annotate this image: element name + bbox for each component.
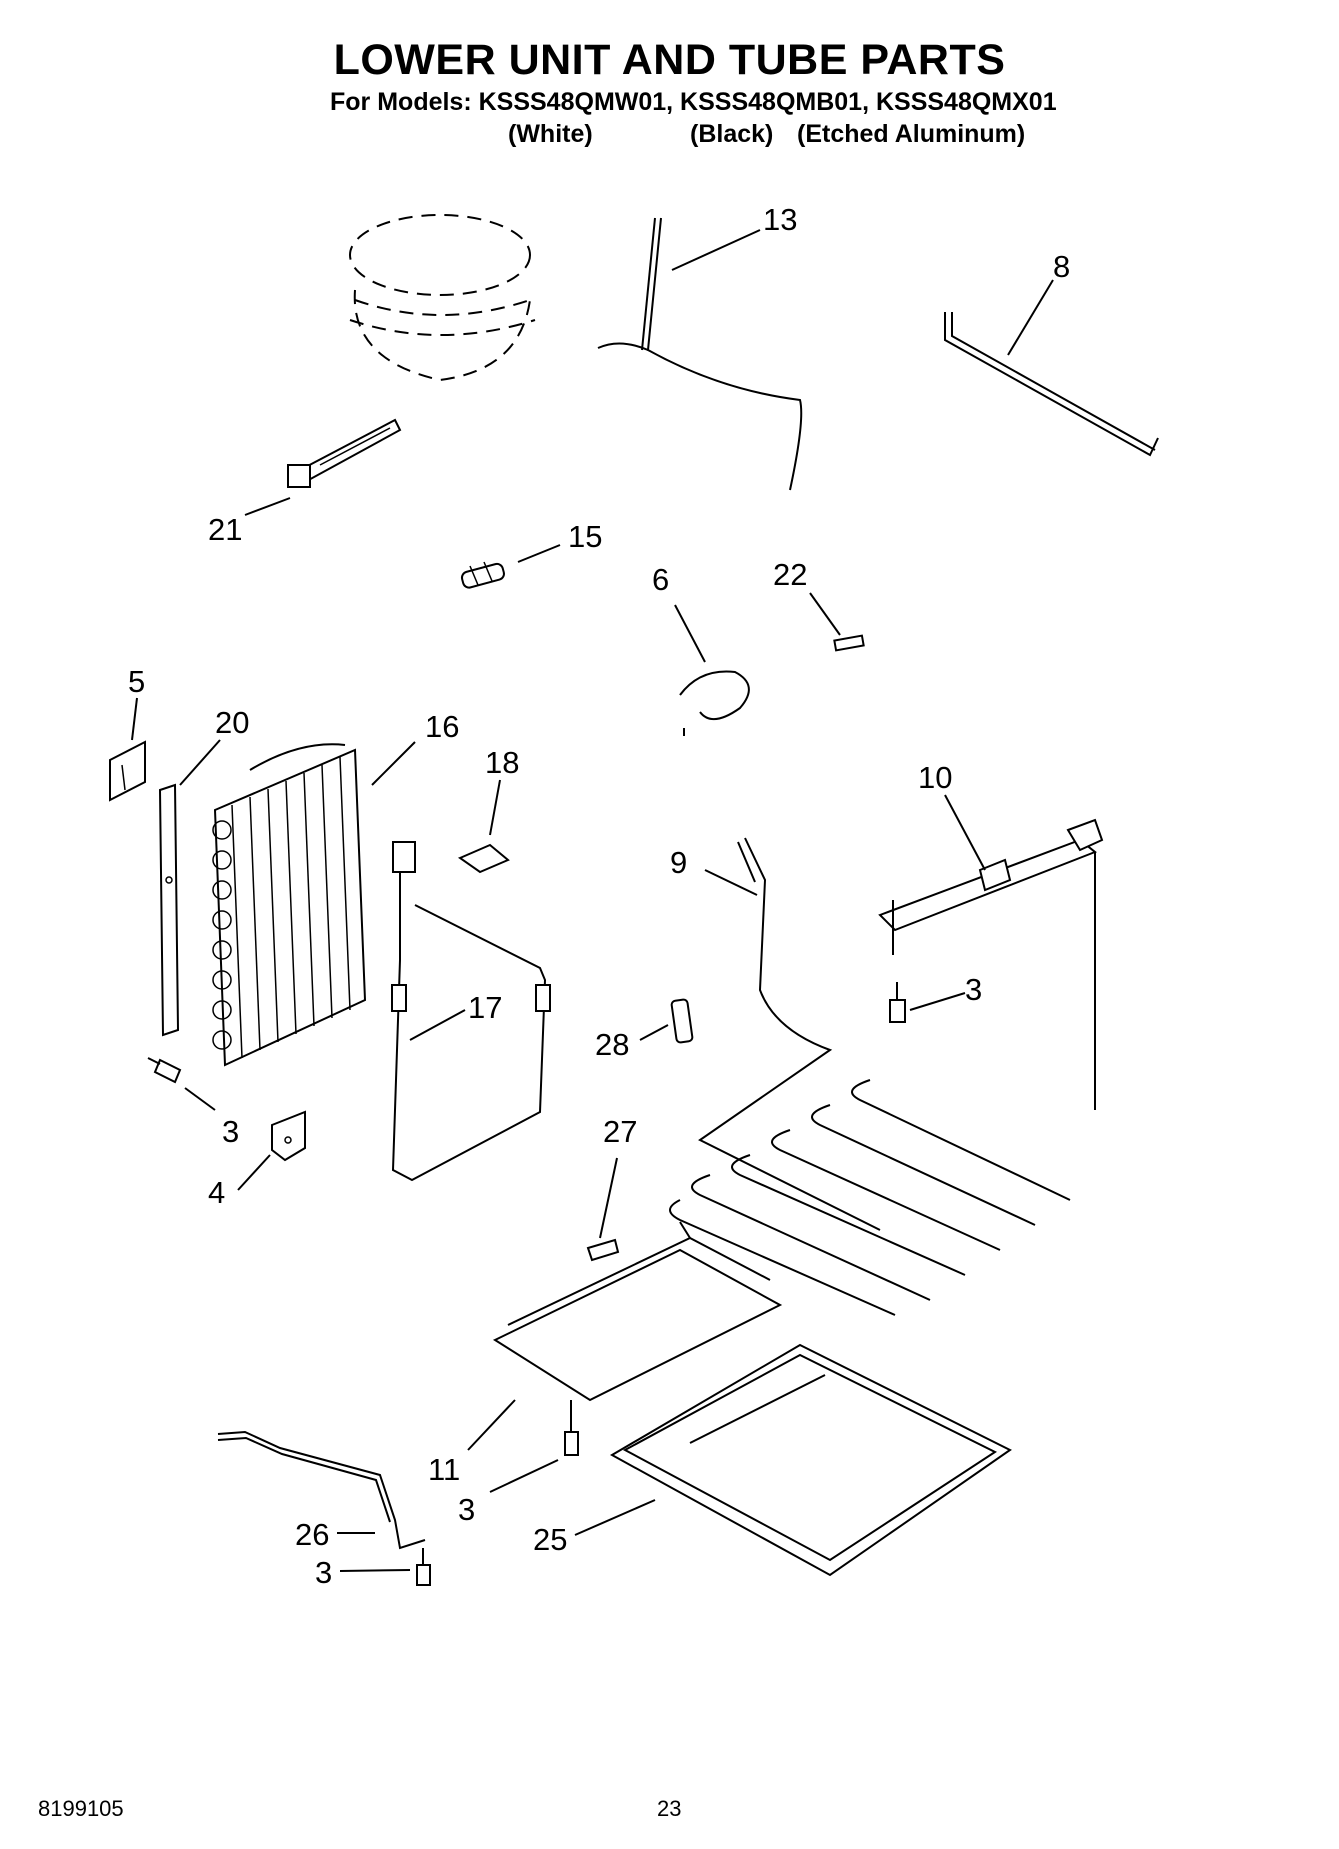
callout-10: 10	[918, 760, 952, 795]
part-21-cable-tie	[287, 418, 402, 488]
callout-27: 27	[603, 1114, 637, 1149]
callout-6: 6	[652, 562, 669, 597]
part-3-screw-bottom	[416, 1548, 431, 1586]
leader-lines	[131, 229, 1054, 1572]
callout-8: 8	[1053, 249, 1070, 284]
callout-20: 20	[215, 705, 249, 740]
part-25-drain-pan	[609, 1343, 1012, 1577]
callout-3-left: 3	[222, 1114, 239, 1149]
part-11-tray	[492, 1221, 783, 1402]
part-22-connector	[833, 634, 865, 652]
page-title: LOWER UNIT AND TUBE PARTS	[333, 36, 1006, 84]
models-line: For Models: KSSS48QMW01, KSSS48QMB01, KS…	[330, 88, 1057, 116]
callout-5: 5	[128, 664, 145, 699]
part-9-condenser-tube	[669, 837, 1071, 1316]
part-6-wire	[679, 670, 750, 736]
callout-13: 13	[763, 202, 797, 237]
callout-16: 16	[425, 709, 459, 744]
callout-15: 15	[568, 519, 602, 554]
callout-9: 9	[670, 845, 687, 880]
callout-4: 4	[208, 1175, 225, 1210]
callout-3-tray: 3	[458, 1492, 475, 1527]
part-15-clip	[460, 561, 505, 589]
callout-28: 28	[595, 1027, 629, 1062]
callout-18: 18	[485, 745, 519, 780]
part-28-sleeve	[670, 998, 694, 1044]
page-number: 23	[657, 1796, 682, 1821]
part-10-bracket	[878, 818, 1104, 1110]
part-27-clip	[586, 1238, 620, 1262]
callout-22: 22	[773, 557, 807, 592]
callout-3-bottom: 3	[315, 1555, 332, 1590]
part-5-label	[109, 740, 146, 802]
part-16-evaporator	[212, 743, 367, 1067]
variant-black: (Black)	[690, 120, 774, 148]
part-13-tube	[597, 217, 803, 491]
callout-17: 17	[468, 990, 502, 1025]
part-8-tube	[944, 312, 1159, 457]
callout-25: 25	[533, 1522, 567, 1557]
callout-26: 26	[295, 1517, 329, 1552]
part-20-bracket	[158, 783, 180, 1037]
variant-white: (White)	[508, 120, 593, 148]
part-3-screw-right	[889, 982, 906, 1023]
part-3-screw-tray	[564, 1400, 579, 1456]
part-26-tube	[217, 1430, 426, 1550]
callout-3-right: 3	[965, 972, 982, 1007]
part-4-bracket	[271, 1110, 306, 1162]
part-18-clip	[457, 843, 510, 874]
callout-11: 11	[428, 1452, 460, 1487]
part-17-harness	[391, 841, 551, 1182]
variant-etched-aluminum: (Etched Aluminum)	[797, 120, 1026, 148]
part-3-screw-left	[147, 1057, 182, 1084]
callout-21: 21	[208, 512, 242, 547]
compressor-outline	[349, 214, 536, 382]
document-number: 8199105	[38, 1796, 124, 1821]
callout-labels: 13 8 21 15 6 22 5 20 16 18 10 9 3 17 28 …	[128, 202, 1070, 1590]
